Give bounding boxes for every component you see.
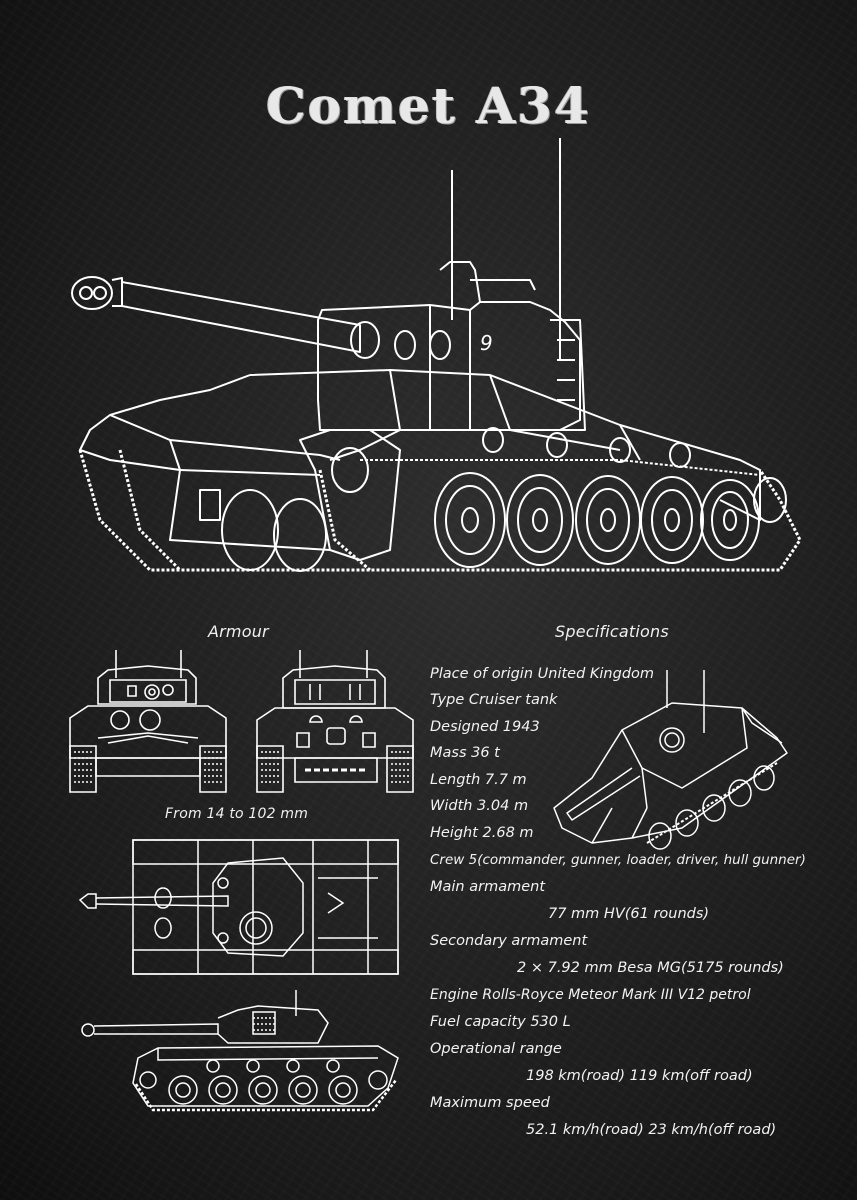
tank-perspective-drawing-icon: 9: [60, 130, 800, 580]
spec-crew: Crew 5(commander, gunner, loader, driver…: [430, 852, 806, 868]
spec-maximum-speed-value: 52.1 km/h(road) 23 km/h(off road): [526, 1122, 777, 1138]
tank-front-drawing-icon: [68, 648, 228, 796]
tank-side-drawing-icon: [78, 988, 408, 1120]
spec-height: Height 2.68 m: [430, 825, 534, 841]
specifications-heading: Specifications: [555, 622, 669, 641]
spec-main-armament-value: 77 mm HV(61 rounds): [548, 906, 710, 922]
spec-fuel-capacity: Fuel capacity 530 L: [430, 1014, 571, 1030]
spec-main-armament-label: Main armament: [430, 879, 546, 895]
spec-operational-range-value: 198 km(road) 119 km(off road): [526, 1068, 753, 1084]
spec-maximum-speed-label: Maximum speed: [430, 1095, 550, 1111]
spec-mass: Mass 36 t: [430, 745, 500, 761]
tank-rear-drawing-icon: [255, 648, 415, 796]
spec-place-of-origin: Place of origin United Kingdom: [430, 666, 655, 682]
spec-secondary-armament-value: 2 × 7.92 mm Besa MG(5175 rounds): [517, 960, 784, 976]
spec-operational-range-label: Operational range: [430, 1041, 562, 1057]
tank-isometric-drawing-icon: [552, 668, 797, 848]
svg-text:9: 9: [480, 331, 493, 355]
spec-length: Length 7.7 m: [430, 772, 527, 788]
spec-engine: Engine Rolls-Royce Meteor Mark III V12 p…: [430, 987, 751, 1003]
spec-type: Type Cruiser tank: [430, 692, 558, 708]
armour-range-text: From 14 to 102 mm: [165, 806, 309, 822]
armour-heading: Armour: [208, 622, 269, 641]
poster-title: Comet A34: [266, 76, 591, 135]
spec-designed: Designed 1943: [430, 719, 540, 735]
spec-width: Width 3.04 m: [430, 798, 529, 814]
tank-top-drawing-icon: [78, 838, 408, 976]
spec-secondary-armament-label: Secondary armament: [430, 933, 588, 949]
